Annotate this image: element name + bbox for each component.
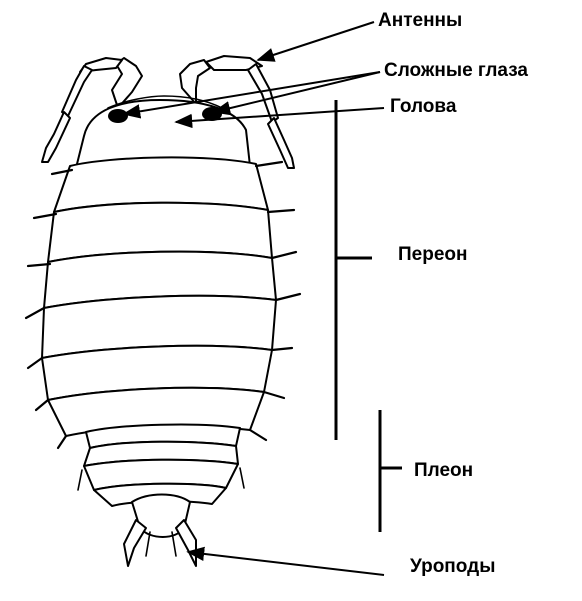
text-labels: Антенны Сложные глаза Голова Переон Плео… [378, 10, 528, 577]
label-compound-eyes: Сложные глаза [384, 60, 528, 81]
isopod-illustration [26, 56, 300, 566]
label-pleon: Плеон [414, 460, 473, 481]
antennae-pointer [258, 22, 374, 60]
uropods-pointer [188, 552, 384, 575]
label-uropods: Уроподы [410, 556, 495, 577]
label-head: Голова [390, 96, 457, 117]
label-antennae: Антенны [378, 10, 462, 31]
label-pereon: Переон [398, 244, 467, 265]
pereon-segments [42, 157, 276, 436]
eyes-pointer-right [214, 72, 380, 112]
left-eye-icon [108, 109, 128, 123]
telson-and-uropods [124, 495, 196, 567]
